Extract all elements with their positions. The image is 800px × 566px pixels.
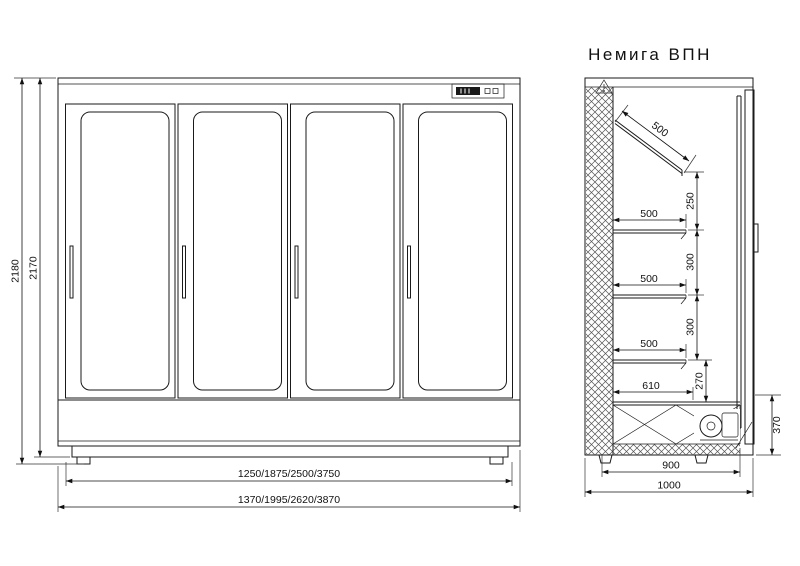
glass-doors [65,103,513,399]
door-2 [177,103,288,399]
dim-gap-shelf1: 300 [685,229,704,295]
dim-depth-inner-label: 900 [662,460,680,472]
control-button [484,88,491,94]
dim-canopy-depth-label: 500 [649,120,670,140]
front-view: 2180 2170 1250/1875/2500/3750 1370/1995/… [10,77,521,512]
door-2-handle [182,245,186,299]
dim-shelf1-depth-label: 500 [640,208,658,220]
door-3 [290,103,401,399]
air-deflector [735,421,753,449]
dim-base-depth-label: 610 [642,380,660,392]
control-display [456,87,480,95]
dim-base-depth: 610 [613,380,694,400]
door-4-handle [407,245,411,299]
dim-height-overall: 2180 [10,77,84,465]
door-1-handle [69,245,74,299]
dim-gap-canopy: 250 [684,171,704,230]
door-1-glass [80,111,170,391]
dim-shelf1-depth: 500 [613,208,687,228]
foot-right [489,456,504,465]
dim-gap-shelf2: 300 [685,294,712,361]
side-view: Немига ВПН [584,45,783,497]
door-4 [402,103,513,399]
insulation-hatching [586,87,740,455]
dim-depth-overall-label: 1000 [657,480,681,492]
dim-depth-inner: 900 [601,448,741,477]
drawing-title: Немига ВПН [588,45,712,64]
door-3-handle [294,245,299,299]
dim-height-body: 2170 [28,78,70,458]
dim-shelf2-depth-label: 500 [640,273,658,285]
dim-depth-overall: 1000 [584,458,754,497]
machine-compartment [612,404,753,449]
shelf-3 [613,359,687,370]
dim-gap-shelf2-label: 300 [685,318,697,336]
dim-machine-height: 370 [755,394,783,456]
door-3-glass [305,111,395,391]
foot-left [76,456,91,465]
side-door-glass [736,95,742,429]
dim-gap-shelf3-label: 270 [694,372,706,390]
dim-width-doors-label: 1250/1875/2500/3750 [238,468,340,480]
door-1 [65,103,176,399]
dim-width-overall-label: 1370/1995/2620/3870 [238,494,340,506]
dim-height-overall-label: 2180 [10,259,22,283]
dim-machine-height-label: 370 [771,416,783,434]
dim-height-body-label: 2170 [28,256,40,280]
dim-gap-canopy-label: 250 [685,192,697,210]
shelf-2 [613,294,687,305]
side-door-panel [744,89,759,445]
cabinet-body-outline [57,77,521,447]
dim-gap-shelf1-label: 300 [685,253,697,271]
door-2-glass [193,111,282,391]
side-door-handle [753,223,759,253]
door-4-glass [418,111,507,391]
shelf-1 [613,229,687,240]
dim-shelf2-depth: 500 [613,273,687,293]
dim-canopy-depth: 500 [614,104,697,174]
fan-icon [699,414,723,438]
control-button [492,88,499,94]
compressor-unit [694,409,740,443]
side-feet [598,454,709,464]
dim-width-overall: 1370/1995/2620/3870 [57,450,521,512]
plinth [71,445,509,465]
control-panel [451,83,505,99]
dim-shelf3-depth-label: 500 [640,338,658,350]
dim-shelf3-depth: 500 [613,338,687,358]
dim-width-doors: 1250/1875/2500/3750 [65,462,513,486]
base-deck [613,401,740,406]
dim-gap-shelf3: 270 [694,360,712,403]
